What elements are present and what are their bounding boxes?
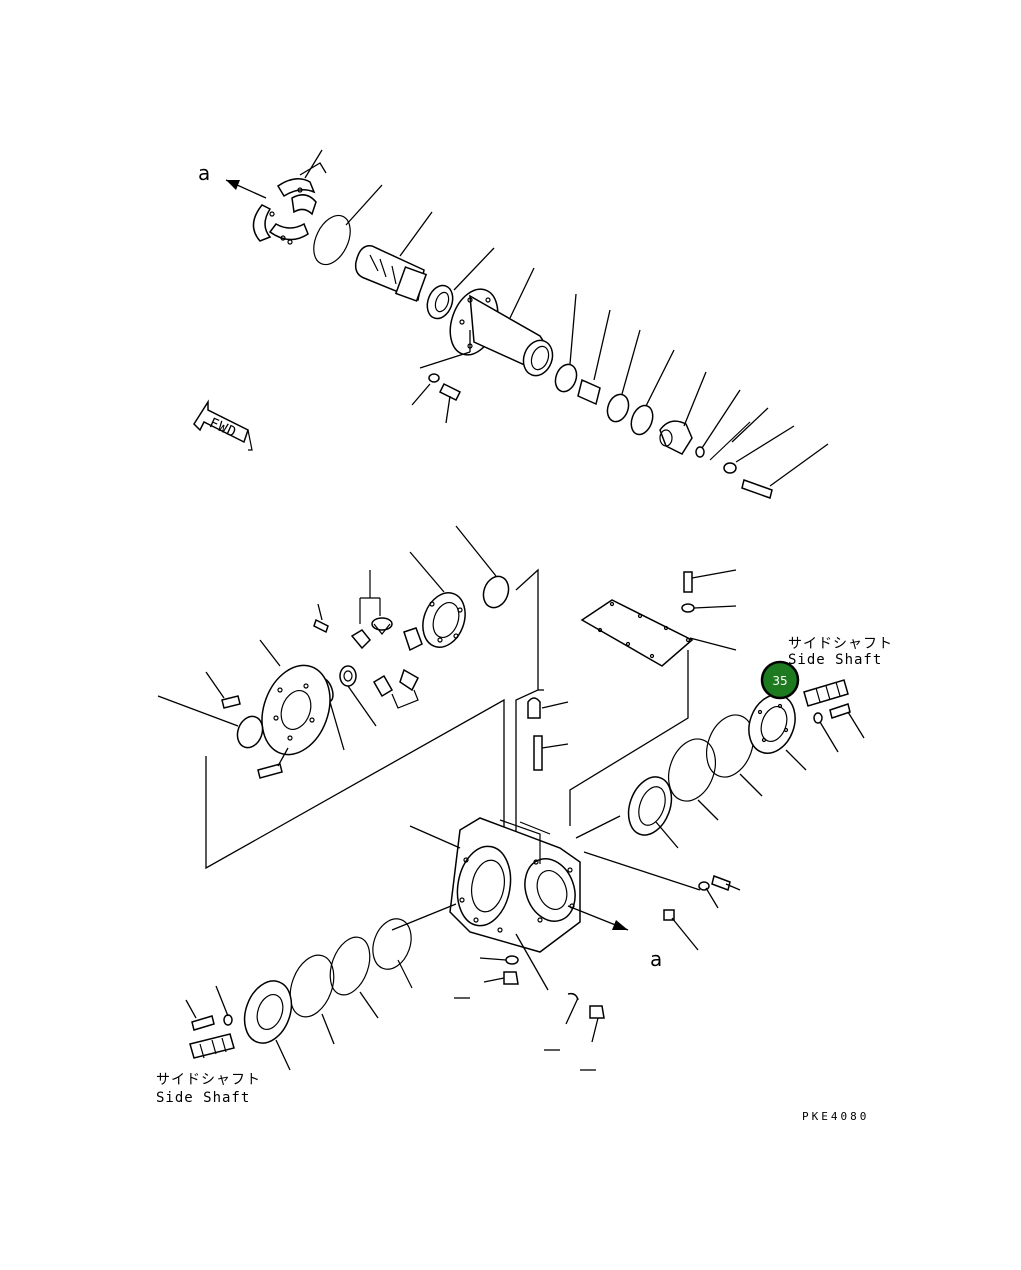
callout-badge-35[interactable]: 35 <box>760 660 800 700</box>
fwd-label: FWD <box>207 415 239 441</box>
upper-assembly: a <box>193 149 829 499</box>
lower-assembly: a <box>157 525 865 1071</box>
drawing-code: PKE4080 <box>802 1110 869 1123</box>
side-shaft-right-jp: サイドシャフト <box>788 636 893 652</box>
arrow-label-a-bottom: a <box>650 947 662 971</box>
side-shaft-right-en: Side Shaft <box>788 652 882 668</box>
arrow-label-a-top: a <box>198 161 210 185</box>
callout-badge-label[interactable]: 35 <box>772 674 787 688</box>
fwd-arrow-icon: FWD <box>193 399 253 451</box>
side-shaft-left-en: Side Shaft <box>156 1090 250 1106</box>
differential-housing <box>449 817 581 953</box>
side-shaft-left-jp: サイドシャフト <box>156 1072 261 1088</box>
callout-badge-circle[interactable] <box>760 660 800 700</box>
